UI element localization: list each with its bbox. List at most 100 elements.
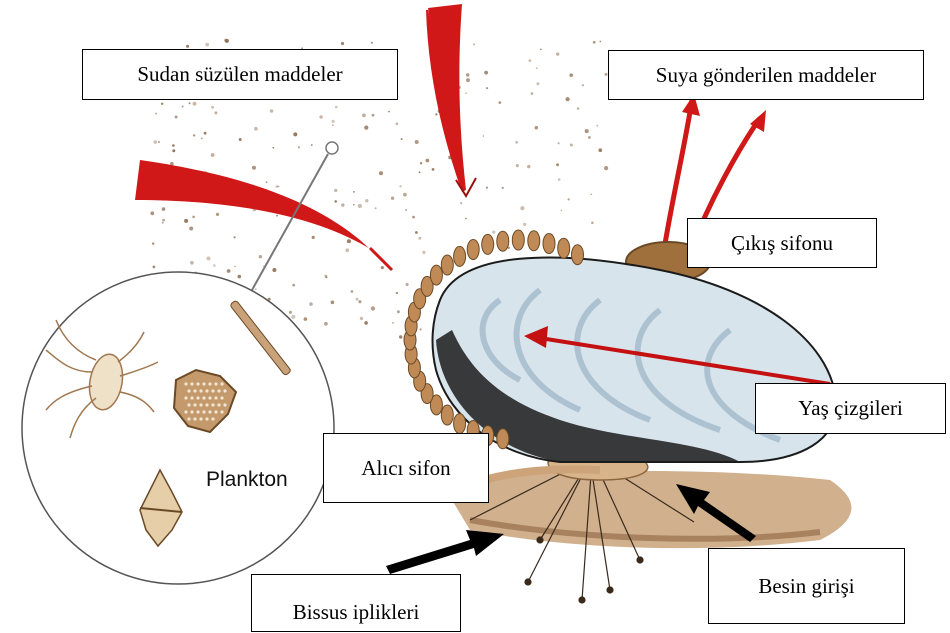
- particle: [266, 181, 268, 183]
- label-exit-siphon: Çıkış sifonu: [687, 218, 877, 268]
- particle: [397, 310, 400, 313]
- particle: [205, 43, 209, 47]
- particle: [186, 45, 189, 48]
- diatom-dot: [211, 417, 214, 420]
- label-sent-materials-text: Suya gönderilen maddeler: [656, 63, 876, 88]
- particle: [535, 126, 539, 130]
- inflow-arrow-top-body: [428, 4, 466, 190]
- siphon-tentacle: [572, 245, 584, 265]
- particle: [234, 266, 236, 268]
- particle: [570, 144, 573, 147]
- particle: [332, 120, 335, 123]
- particle: [192, 216, 195, 219]
- particle: [216, 213, 219, 216]
- particle: [426, 159, 430, 163]
- particle: [227, 269, 231, 273]
- particle: [362, 114, 366, 118]
- particle: [358, 300, 361, 303]
- particle: [292, 284, 295, 287]
- particle: [582, 84, 584, 86]
- particle: [499, 101, 502, 104]
- particle: [531, 92, 534, 95]
- particle: [599, 41, 601, 43]
- particle: [255, 288, 257, 290]
- particle: [591, 222, 594, 225]
- particle: [405, 209, 407, 211]
- particle: [396, 122, 399, 125]
- label-inlet-siphon-text: Alıcı sifon: [361, 456, 450, 481]
- particle: [319, 115, 322, 118]
- particle: [375, 207, 377, 209]
- diatom-dot: [202, 382, 205, 385]
- particle: [175, 116, 178, 119]
- particle: [596, 125, 598, 127]
- particle: [536, 82, 539, 85]
- particle: [238, 275, 242, 279]
- particle: [276, 185, 279, 188]
- particle: [152, 242, 154, 244]
- particle: [486, 187, 488, 189]
- siphon-tentacle: [454, 414, 466, 434]
- particle: [388, 111, 390, 113]
- particle: [527, 165, 530, 168]
- particle: [190, 261, 194, 265]
- label-filtered-materials-text: Sudan süzülen maddeler: [137, 62, 342, 87]
- diatom-dot: [223, 389, 226, 392]
- particle: [158, 141, 160, 143]
- particle: [515, 141, 518, 144]
- particle: [418, 237, 421, 240]
- particle: [155, 113, 157, 115]
- particle: [399, 335, 402, 338]
- particle: [566, 97, 570, 101]
- diatom-dot: [208, 396, 211, 399]
- diatom-dot: [220, 382, 223, 385]
- diatom-dot: [211, 403, 214, 406]
- particle: [341, 42, 344, 45]
- inflow-arrow-left: [135, 160, 384, 262]
- label-exit-siphon-text: Çıkış sifonu: [731, 231, 833, 256]
- particle: [270, 109, 274, 113]
- diatom-dot: [214, 396, 217, 399]
- diatom-dot: [193, 417, 196, 420]
- diatom-dot: [187, 389, 190, 392]
- particle: [502, 187, 504, 189]
- particle: [182, 106, 184, 108]
- particle: [293, 132, 297, 136]
- particle: [345, 248, 349, 252]
- particle: [392, 322, 394, 324]
- particle: [276, 215, 278, 217]
- siphon-tentacle: [441, 405, 453, 425]
- particle: [396, 292, 398, 294]
- diatom-dot: [217, 403, 220, 406]
- particle: [234, 236, 236, 238]
- diatom-dot: [184, 382, 187, 385]
- diatom-dot: [211, 389, 214, 392]
- particle: [486, 87, 488, 89]
- particle: [591, 194, 593, 196]
- particle: [364, 126, 368, 130]
- particle: [309, 302, 313, 306]
- siphon-tentacle: [558, 238, 570, 258]
- particle: [334, 200, 337, 203]
- particle: [341, 203, 344, 206]
- particle: [419, 171, 421, 173]
- particle: [492, 231, 495, 234]
- particle: [420, 162, 422, 164]
- diatom-dot: [187, 403, 190, 406]
- particle: [150, 211, 154, 215]
- particle: [351, 290, 354, 293]
- particle: [259, 255, 262, 258]
- particle: [172, 144, 175, 147]
- particle: [272, 268, 276, 272]
- particle: [324, 322, 328, 326]
- particle: [558, 142, 560, 144]
- particle: [153, 266, 156, 269]
- particle: [189, 102, 191, 104]
- particle: [162, 222, 164, 224]
- particle: [466, 78, 470, 82]
- particle: [332, 124, 334, 126]
- diatom-dot: [205, 403, 208, 406]
- particle: [211, 106, 214, 109]
- diatom-dot: [193, 389, 196, 392]
- particle: [529, 59, 532, 62]
